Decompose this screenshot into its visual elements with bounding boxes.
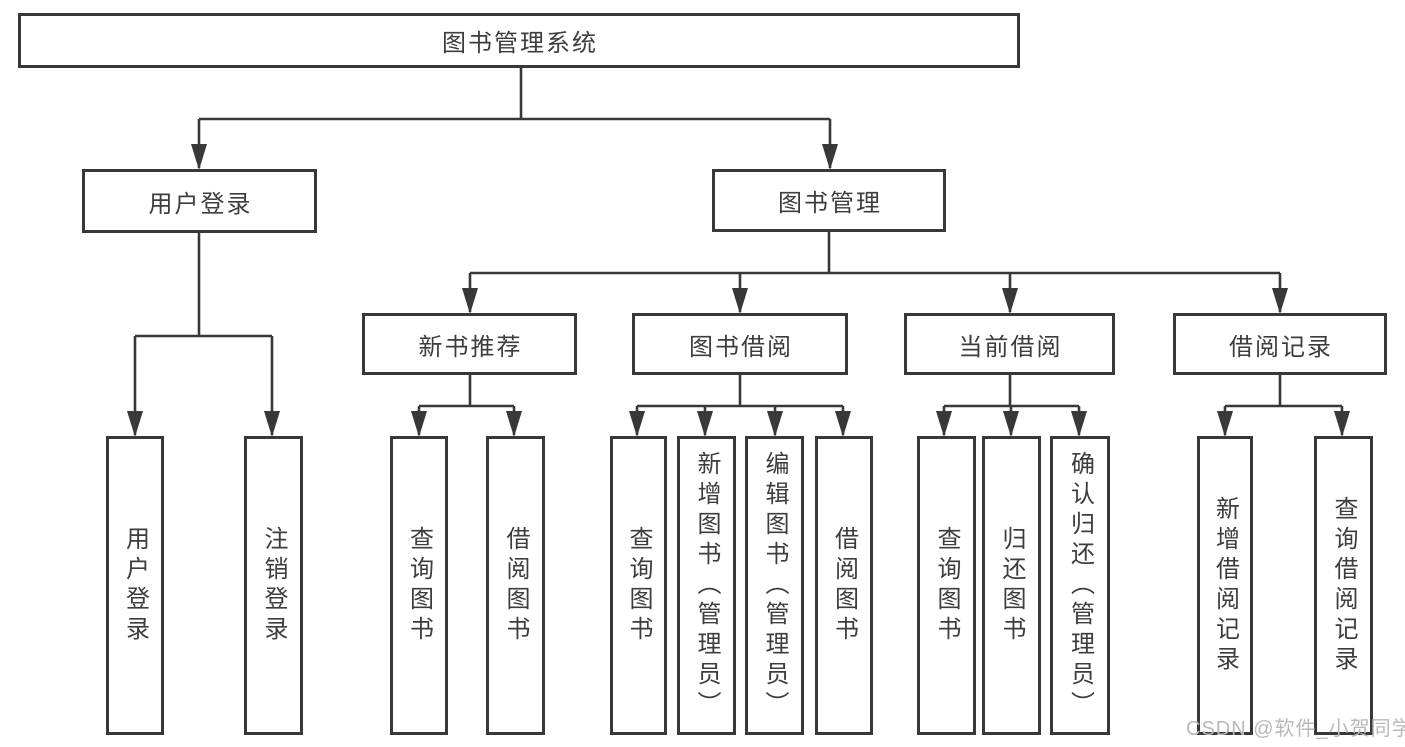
node-new-book-recommend: 新书推荐 bbox=[362, 313, 577, 375]
leaf-borrow-books: 借阅图书 bbox=[815, 436, 873, 735]
leaf-edit-books-admin: 编辑图书（管理员） bbox=[745, 436, 804, 735]
node-label: 查询借阅记录 bbox=[1330, 495, 1357, 676]
node-label: 编辑图书（管理员） bbox=[761, 450, 788, 721]
leaf-query-books-borrowing: 查询图书 bbox=[610, 436, 667, 735]
node-label: 用户登录 bbox=[121, 525, 149, 646]
node-label: 当前借阅 bbox=[958, 333, 1063, 361]
node-label: 借阅图书 bbox=[502, 525, 529, 646]
node-label: 借阅记录 bbox=[1229, 333, 1333, 361]
node-label: 新书推荐 bbox=[418, 333, 523, 361]
node-label: 归还图书 bbox=[998, 525, 1025, 646]
leaf-user-login: 用户登录 bbox=[106, 436, 164, 735]
csdn-watermark: CSDN @软件_小贺同学 bbox=[1186, 718, 1405, 740]
leaf-add-borrow-record: 新增借阅记录 bbox=[1197, 436, 1253, 735]
node-label: 确认归还（管理员） bbox=[1066, 450, 1094, 721]
leaf-query-books-current: 查询图书 bbox=[917, 436, 976, 735]
node-root-label: 图书管理系统 bbox=[442, 30, 598, 57]
node-label: 图书管理 bbox=[778, 190, 882, 217]
node-root: 图书管理系统 bbox=[18, 13, 1020, 68]
node-book-management: 图书管理 bbox=[712, 169, 946, 232]
node-label: 查询图书 bbox=[625, 525, 652, 646]
node-label: 借阅图书 bbox=[830, 525, 858, 646]
node-current-borrowing: 当前借阅 bbox=[904, 313, 1115, 375]
node-label: 查询图书 bbox=[933, 525, 960, 646]
leaf-return-books: 归还图书 bbox=[982, 436, 1041, 735]
leaf-query-books-recommend: 查询图书 bbox=[390, 436, 448, 735]
node-label: 新增图书（管理员） bbox=[693, 450, 720, 721]
leaf-confirm-return-admin: 确认归还（管理员） bbox=[1050, 436, 1110, 735]
node-user-login: 用户登录 bbox=[82, 169, 317, 233]
leaf-borrow-books-recommend: 借阅图书 bbox=[486, 436, 545, 735]
leaf-logout: 注销登录 bbox=[244, 436, 303, 735]
leaf-query-borrow-record: 查询借阅记录 bbox=[1314, 436, 1373, 735]
node-label: 查询图书 bbox=[405, 525, 433, 646]
node-label: 新增借阅记录 bbox=[1211, 495, 1239, 676]
node-label: 注销登录 bbox=[260, 525, 287, 646]
node-borrow-records: 借阅记录 bbox=[1173, 313, 1387, 375]
node-label: 图书借阅 bbox=[689, 333, 793, 361]
node-label: 用户登录 bbox=[148, 190, 253, 218]
leaf-add-books-admin: 新增图书（管理员） bbox=[677, 436, 736, 735]
node-book-borrowing: 图书借阅 bbox=[632, 313, 848, 375]
